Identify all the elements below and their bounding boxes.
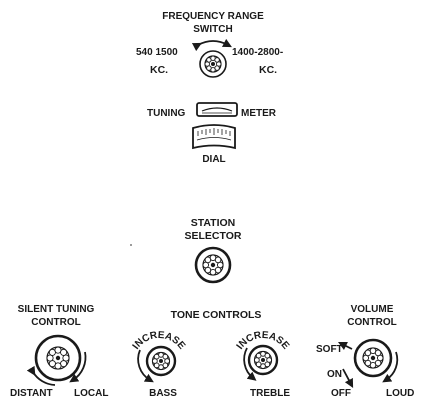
silent-tuning-control-label: CONTROL bbox=[31, 317, 80, 328]
tuning-meter-group: TUNING METER bbox=[147, 102, 277, 119]
station-selector-group: STATION SELECTOR bbox=[185, 217, 242, 284]
frequency-range-switch-group: FREQUENCY RANGE SWITCH 540 1500 KC. 1400… bbox=[136, 11, 283, 78]
on-off-arrow-icon bbox=[342, 368, 354, 388]
dial-label: DIAL bbox=[202, 154, 225, 165]
distant-label: DISTANT bbox=[10, 388, 53, 399]
frequency-switch-title: SWITCH bbox=[193, 24, 232, 35]
off-label: OFF bbox=[331, 388, 351, 399]
frequency-left-range: 540 1500 bbox=[136, 47, 178, 58]
tuning-label: TUNING bbox=[147, 108, 186, 119]
tuning-dial-window bbox=[192, 124, 236, 150]
treble-label: TREBLE bbox=[250, 388, 290, 399]
frequency-range-knob[interactable] bbox=[199, 50, 227, 78]
treble-increase-label: INCREASE bbox=[235, 330, 292, 352]
knob-knurl-icon bbox=[204, 55, 222, 73]
frequency-right-range: 1400-2800- bbox=[232, 47, 283, 58]
silent-tuning-left-arrow-icon bbox=[26, 365, 56, 386]
loud-label: LOUD bbox=[386, 388, 414, 399]
treble-arrow-icon bbox=[243, 347, 257, 381]
frequency-switch-arrow-icon bbox=[191, 38, 232, 52]
bass-increase-label: INCREASE bbox=[131, 330, 188, 352]
selector-label: SELECTOR bbox=[185, 230, 242, 242]
volume-control-label: CONTROL bbox=[347, 317, 396, 328]
tone-controls-title: TONE CONTROLS bbox=[171, 309, 262, 321]
silent-tuning-right-arrow-icon bbox=[69, 351, 87, 383]
knob-knurl-icon bbox=[362, 347, 384, 369]
station-label: STATION bbox=[191, 217, 236, 229]
frequency-right-unit: KC. bbox=[259, 64, 277, 76]
bass-arrow-icon bbox=[137, 349, 154, 383]
treble-knob[interactable] bbox=[247, 344, 279, 376]
volume-control-group: VOLUME CONTROL SOFT ON OFF LOUD bbox=[316, 304, 414, 399]
knob-knurl-icon bbox=[254, 351, 272, 369]
loud-arrow-icon bbox=[382, 351, 399, 383]
bass-knob[interactable] bbox=[145, 345, 177, 377]
local-label: LOCAL bbox=[74, 388, 108, 399]
frequency-range-title: FREQUENCY RANGE bbox=[162, 11, 264, 22]
tone-controls-group: TONE CONTROLS INCREASE BASS INCREASE TRE… bbox=[131, 309, 292, 399]
volume-label: VOLUME bbox=[351, 304, 394, 315]
station-selector-knob[interactable] bbox=[194, 246, 232, 284]
meter-label: METER bbox=[241, 108, 277, 119]
dial-group: DIAL bbox=[192, 124, 236, 165]
knob-knurl-icon bbox=[46, 346, 70, 370]
silent-tuning-knob[interactable] bbox=[34, 334, 82, 382]
knob-knurl-icon bbox=[152, 352, 170, 370]
bass-label: BASS bbox=[149, 388, 177, 399]
soft-label: SOFT bbox=[316, 344, 343, 355]
print-speck bbox=[130, 244, 132, 246]
volume-knob[interactable] bbox=[353, 338, 393, 378]
silent-tuning-label: SILENT TUNING bbox=[18, 304, 95, 315]
frequency-left-unit: KC. bbox=[150, 64, 168, 76]
soft-arrow-icon bbox=[337, 341, 353, 351]
silent-tuning-group: SILENT TUNING CONTROL DISTANT LOCAL bbox=[10, 304, 108, 399]
knob-knurl-icon bbox=[202, 254, 224, 276]
on-label: ON bbox=[327, 369, 342, 380]
tuning-meter-window bbox=[196, 102, 238, 117]
